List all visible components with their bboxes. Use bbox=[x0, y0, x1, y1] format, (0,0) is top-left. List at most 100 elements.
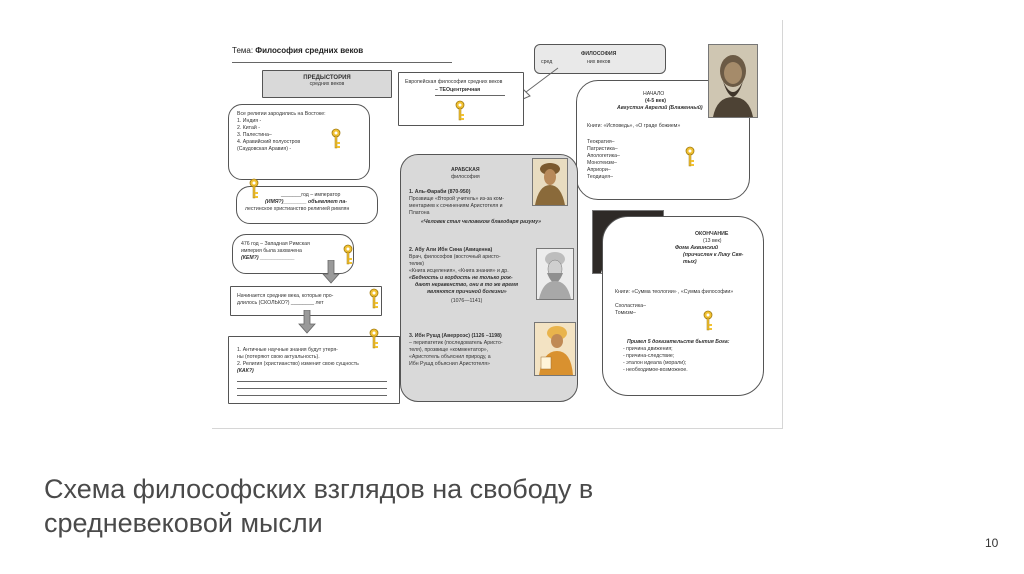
proof-item-1: - причина движения; bbox=[623, 346, 673, 352]
arab-p3-5: Ибн Рушд объяснил Аристотеля» bbox=[409, 361, 490, 367]
proof-item-3: - эталон идеала (морали); bbox=[623, 360, 687, 366]
religions-intro: Все религии зародились на Востоке: bbox=[237, 111, 326, 117]
key-icon bbox=[249, 178, 259, 199]
beginning-term-2: Патристика– bbox=[587, 146, 618, 152]
beginning-name: Августин Аврелий (Блаженный) bbox=[617, 105, 703, 111]
rome-fall-line-2: империя была захвачена bbox=[241, 248, 302, 254]
ending-century: (13 век) bbox=[703, 238, 722, 244]
ending-heading: ОКОНЧАНИЕ bbox=[695, 231, 729, 237]
prehistory-heading: ПРЕДЫСТОРИЯ bbox=[303, 75, 351, 81]
arab-p1-2: Прозвище «Второй учитель» из-за ком- bbox=[409, 196, 504, 202]
arab-sub: философия bbox=[451, 174, 480, 180]
religion-item-4: 4. Аравийский полуостров bbox=[237, 139, 301, 145]
arab-p1-5: «Человек стал человеком благодаря разуму… bbox=[421, 219, 541, 225]
middle-ages-line-1: Начинается средние века, которые про- bbox=[237, 293, 334, 299]
arab-p2-8: (1076—1141) bbox=[451, 298, 483, 304]
key-icon bbox=[455, 100, 465, 121]
arab-p3-1: 3. Ибн Рушд (Аверроэс) (1126 –1198) bbox=[409, 333, 502, 339]
arab-p2-4: «Книга исцеления», «Книга знания» и др. bbox=[409, 268, 509, 274]
beginning-term-1: Теократия– bbox=[587, 139, 615, 145]
ending-books: Книги: «Сумма теологии» , «Сумма философ… bbox=[615, 289, 734, 295]
arab-p3-4: «Аристотель объяснил природу, а bbox=[409, 354, 491, 360]
emperor-line-2: (ИМЯ?)________ объявляет па- bbox=[265, 199, 347, 205]
arab-p3-3: теля), прозвище «комментатор», bbox=[409, 347, 489, 353]
topic-text: Философия средних веков bbox=[255, 46, 364, 55]
philosophy-heading: ФИЛОСОФИЯ bbox=[581, 51, 617, 57]
ending-bubble: ОКОНЧАНИЕ (13 век) Фома Аквинский (причи… bbox=[602, 216, 764, 396]
consequences-line-2: ны (потеряют свою актуальность). bbox=[237, 354, 320, 360]
beginning-term-6: Теодицея– bbox=[587, 174, 613, 180]
beginning-term-3: Апологетика– bbox=[587, 153, 620, 159]
religion-item-2: 2. Китай - bbox=[237, 125, 260, 131]
philosophy-sub: них веков bbox=[587, 59, 611, 65]
answer-line bbox=[237, 395, 387, 396]
consequences-line-1: 1. Античные научные знания будут утеря- bbox=[237, 347, 338, 353]
down-arrow-icon bbox=[298, 310, 316, 334]
beginning-term-4: Монотеизм– bbox=[587, 160, 617, 166]
arab-heading: АРАБСКАЯ bbox=[451, 167, 480, 173]
european-line-1: Европейская философия средних веков bbox=[405, 79, 503, 85]
worksheet: Тема: Философия средних веков ПРЕДЫСТОРИ… bbox=[212, 20, 783, 429]
proofs-title: Привел 5 доказательств бытия Бога: bbox=[627, 339, 730, 345]
arab-p2-6: дают неравенство, они в то же время bbox=[415, 282, 519, 288]
beginning-heading: НАЧАЛО bbox=[643, 91, 665, 97]
prehistory-box: ПРЕДЫСТОРИЯ средних веков bbox=[262, 70, 392, 98]
key-icon bbox=[369, 288, 379, 309]
beginning-century: (4-5 век) bbox=[645, 98, 666, 104]
answer-line bbox=[237, 388, 387, 389]
religion-item-5: (Саудовская Аравия) - bbox=[237, 146, 292, 152]
page-number: 10 bbox=[985, 536, 999, 550]
religion-item-3: 3. Палестина– bbox=[237, 132, 272, 138]
ending-name-2: (причислен к Лику Свя- bbox=[683, 252, 744, 258]
religion-item-1: 1. Индия - bbox=[237, 118, 262, 124]
religions-bubble: Все религии зародились на Востоке: 1. Ин… bbox=[228, 104, 370, 180]
key-icon bbox=[343, 244, 353, 265]
emperor-line-1: _______год – император bbox=[281, 192, 341, 198]
rome-fall-line-3: (КЕМ?) ____________ bbox=[241, 255, 295, 261]
beginning-books: Книги: «Исповедь», «О граде божием» bbox=[587, 123, 681, 129]
arab-p2-1: 2. Абу Али Ибн Сина (Авиценна) bbox=[409, 247, 493, 253]
arab-p1-4: Платона bbox=[409, 210, 430, 216]
topic-label: Тема: bbox=[232, 46, 254, 55]
ending-term-1: Схоластика– bbox=[615, 303, 646, 309]
emperor-bubble: _______год – император (ИМЯ?)________ об… bbox=[236, 186, 378, 224]
philosophy-left: сред bbox=[541, 59, 553, 65]
consequences-line-4: (КАК?) bbox=[237, 368, 254, 374]
consequences-box: 1. Античные научные знания будут утеря- … bbox=[228, 336, 400, 404]
augustine-portrait bbox=[708, 44, 758, 118]
topic-underline bbox=[232, 62, 452, 63]
arab-p2-3: телик) bbox=[409, 261, 424, 267]
key-icon bbox=[703, 310, 713, 331]
rome-fall-line-1: 476 год – Западная Римская bbox=[241, 241, 310, 247]
key-icon bbox=[369, 328, 379, 349]
consequences-line-3: 2. Религия (христианство) изменит свою с… bbox=[237, 361, 359, 367]
answer-line bbox=[237, 381, 387, 382]
ending-name-3: тых) bbox=[683, 259, 697, 265]
proof-item-4: - необходимое-возможное. bbox=[623, 367, 688, 373]
slide-title-line-2: средневековой мысли bbox=[44, 508, 323, 538]
arab-p1-3: ментариев к сочинениям Аристотеля и bbox=[409, 203, 503, 209]
arab-p2-2: Врач, философов (восточный аристо- bbox=[409, 254, 501, 260]
slide-title-line-1: Схема философских взглядов на свободу в bbox=[44, 474, 594, 504]
key-icon bbox=[685, 146, 695, 167]
european-line-2: – ТЕОцентричная bbox=[435, 87, 481, 93]
topic-header: Тема: Философия средних веков bbox=[232, 46, 363, 55]
avicenna-portrait bbox=[536, 248, 574, 300]
emperor-line-3: лестинское христианство религией римлян bbox=[245, 206, 350, 212]
arab-p1-1: 1. Аль-Фараби (870-950) bbox=[409, 189, 471, 195]
arab-p2-5: «Бедность и гордость не только рож- bbox=[409, 275, 513, 281]
prehistory-sub: средних веков bbox=[309, 81, 345, 88]
averroes-portrait bbox=[534, 322, 576, 376]
underline bbox=[435, 95, 505, 96]
arab-p2-7: являются причиной болезни» bbox=[427, 289, 507, 295]
al-farabi-portrait bbox=[532, 158, 568, 206]
arab-p3-2: – перипатетик (последователь Аристо- bbox=[409, 340, 503, 346]
ending-name: Фома Аквинский bbox=[675, 245, 719, 251]
middle-ages-line-2: длилось (СКОЛЬКО?) ________ лет bbox=[237, 300, 324, 306]
slide-title: Схема философских взглядов на свободу в … bbox=[44, 472, 593, 540]
key-icon bbox=[331, 128, 341, 149]
beginning-term-5: Априори– bbox=[587, 167, 611, 173]
ending-term-2: Томизм– bbox=[615, 310, 636, 316]
proof-item-2: - причина-следствие; bbox=[623, 353, 675, 359]
down-arrow-icon bbox=[322, 260, 340, 284]
